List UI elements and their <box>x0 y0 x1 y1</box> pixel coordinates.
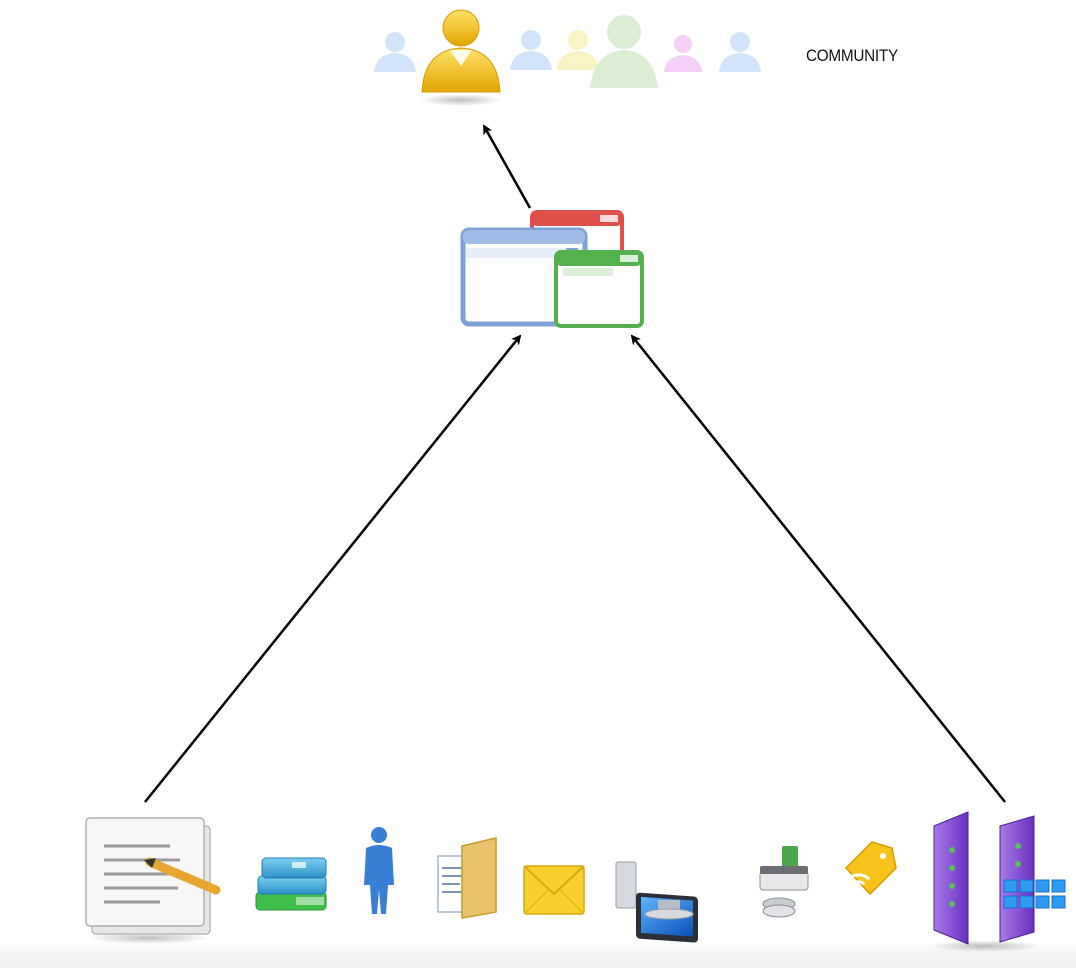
envelope-icon <box>523 865 585 915</box>
community-label: COMMUNITY <box>806 46 898 65</box>
rss-tag-icon <box>844 841 897 896</box>
books-icon <box>255 857 327 911</box>
arrow-server-to-windows <box>630 334 1006 803</box>
network-device-icon <box>759 846 809 918</box>
person-icon <box>364 827 394 914</box>
folder-documents-icon <box>437 837 497 919</box>
user-group-icon <box>374 9 761 106</box>
browser-windows-icon <box>460 210 644 328</box>
arrow-windows-to-community <box>482 124 532 209</box>
arrow-document-to-windows <box>144 334 522 803</box>
computer-monitor-icon <box>615 861 698 943</box>
document-pen-icon <box>85 817 221 944</box>
server-rack-icon <box>930 811 1066 952</box>
bottom-shelf <box>0 942 1076 968</box>
arrows <box>144 124 1006 803</box>
